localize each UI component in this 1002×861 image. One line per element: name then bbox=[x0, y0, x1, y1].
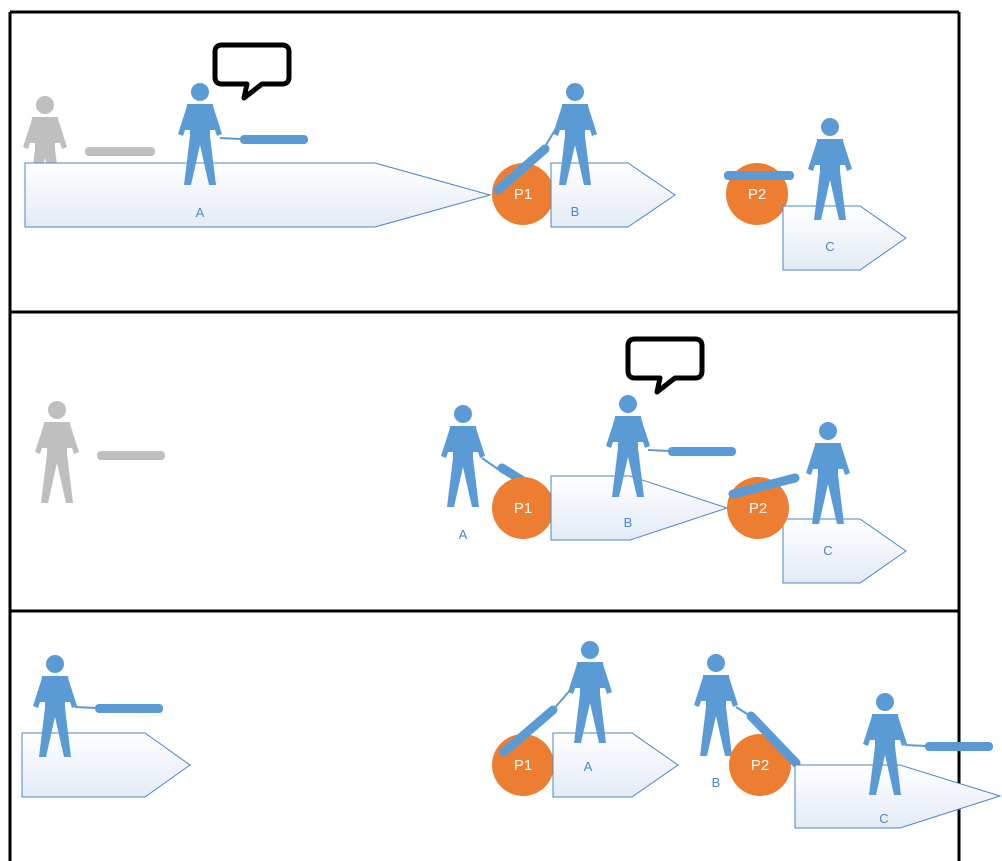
panel-middle: A P1 B C P2 bbox=[35, 339, 907, 584]
rope-c bbox=[925, 742, 993, 751]
tether-b bbox=[542, 124, 559, 151]
arrow-segment-b bbox=[550, 162, 676, 228]
tether-leader bbox=[74, 706, 97, 709]
arrow-segment-c bbox=[782, 205, 907, 271]
arrow-segment-c bbox=[782, 518, 907, 584]
label-p2: P2 bbox=[751, 757, 769, 774]
rope-b bbox=[668, 447, 736, 456]
rope-leader bbox=[95, 704, 163, 713]
label-a: A bbox=[584, 759, 593, 774]
label-a: A bbox=[459, 527, 468, 542]
pile-p1 bbox=[492, 477, 554, 539]
pile-p2 bbox=[729, 734, 791, 796]
label-p2: P2 bbox=[748, 186, 766, 203]
label-a: A bbox=[196, 205, 205, 220]
rope-b bbox=[746, 711, 801, 768]
rope-c bbox=[728, 473, 800, 499]
panel-bottom: P1 A B P2 C bbox=[21, 641, 1002, 829]
speech-bubble-icon bbox=[215, 45, 289, 98]
label-p1: P1 bbox=[514, 757, 532, 774]
rope-a bbox=[240, 135, 308, 144]
label-b: B bbox=[571, 204, 580, 219]
rope-c bbox=[724, 171, 794, 180]
rope-b bbox=[493, 144, 550, 195]
arrow-segment-a bbox=[552, 732, 679, 798]
tether-b bbox=[647, 449, 670, 452]
person-c-icon bbox=[806, 422, 850, 524]
speech-bubble-icon bbox=[628, 339, 702, 392]
ghost-rope bbox=[97, 451, 165, 460]
person-a-icon bbox=[441, 405, 485, 507]
label-c: C bbox=[823, 543, 832, 558]
rope-a bbox=[499, 705, 558, 757]
label-p2: P2 bbox=[749, 500, 767, 517]
label-p1: P1 bbox=[514, 500, 532, 517]
tether-c bbox=[904, 744, 927, 747]
tether-a bbox=[551, 687, 573, 712]
label-c: C bbox=[879, 811, 888, 826]
arrow-segment-a bbox=[24, 162, 492, 228]
label-c: C bbox=[825, 239, 834, 254]
label-b: B bbox=[624, 515, 633, 530]
person-a-icon bbox=[568, 641, 612, 743]
ghost-rope bbox=[85, 147, 155, 156]
label-b: B bbox=[712, 775, 721, 790]
person-c-icon bbox=[808, 118, 852, 220]
ghost-person-icon bbox=[35, 401, 79, 503]
label-p1: P1 bbox=[514, 186, 532, 203]
person-b-icon bbox=[694, 654, 738, 756]
tether-a bbox=[219, 137, 242, 140]
panel-borders bbox=[8, 10, 961, 861]
panel-top: A P1 B P2 C bbox=[23, 45, 907, 271]
